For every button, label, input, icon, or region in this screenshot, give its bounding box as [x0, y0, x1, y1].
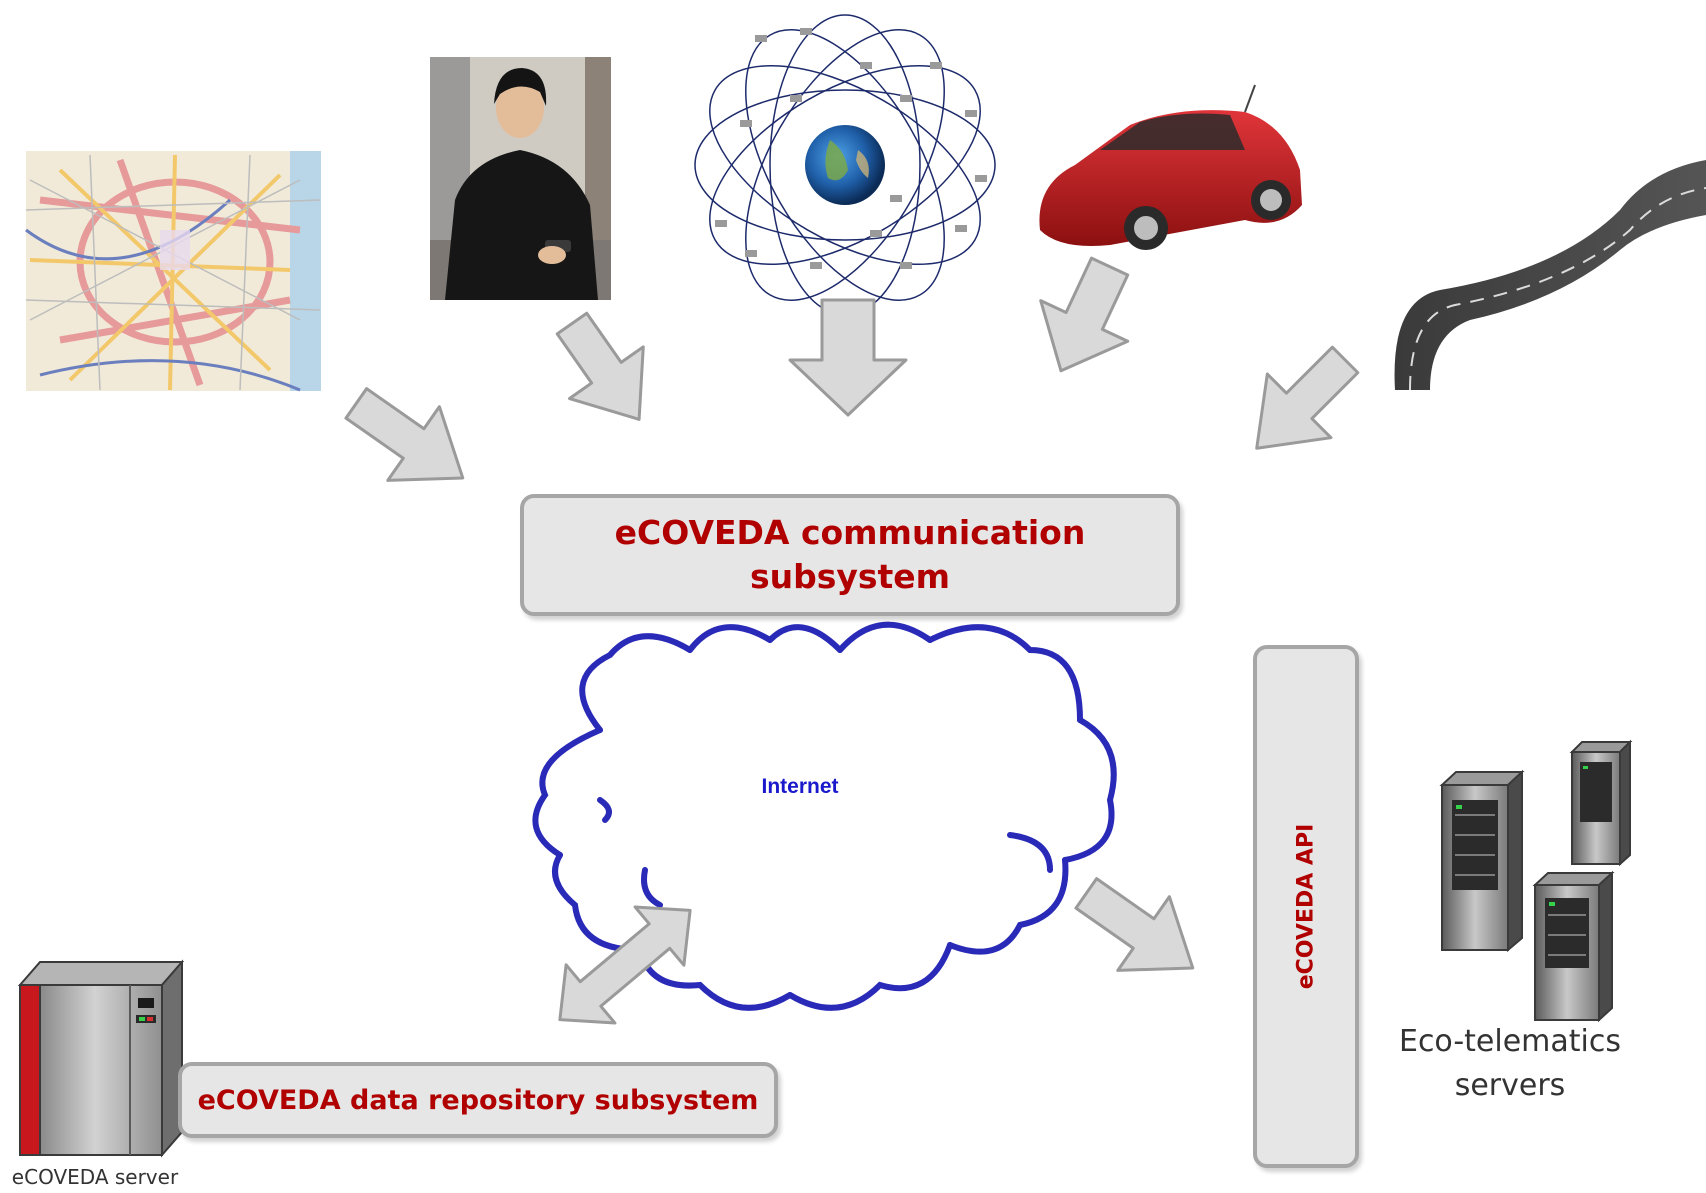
internet-label: Internet: [761, 775, 839, 798]
arrow-from-person: [555, 311, 645, 421]
arrow-from-map: [344, 387, 465, 482]
internet-cloud: [532, 621, 1117, 1011]
city-map-image: [25, 151, 321, 392]
arrow-from-road: [1255, 345, 1360, 450]
communication-subsystem-box: eCOVEDA communication subsystem: [520, 494, 1180, 616]
arrow-from-satellites: [788, 298, 908, 417]
satellite-constellation-image: [694, 14, 996, 316]
api-box: eCOVEDA API: [1253, 645, 1359, 1168]
arrow-cloud-to-api: [1074, 877, 1195, 972]
communication-subsystem-line1: eCOVEDA communication: [614, 513, 1086, 552]
arrow-from-car: [1039, 256, 1130, 373]
person-with-phone-image: [430, 57, 611, 300]
red-car-image: [1039, 84, 1302, 250]
data-repository-subsystem-label: eCOVEDA data repository subsystem: [197, 1084, 759, 1116]
communication-subsystem-line2: subsystem: [749, 557, 951, 596]
eco-telematics-servers-image: [1439, 739, 1633, 1023]
api-label: eCOVEDA API: [1293, 823, 1319, 990]
server-tower-bottom-right: [1532, 870, 1615, 1023]
eco-telematics-caption-line1: Eco-telematics: [1398, 1024, 1622, 1059]
eco-telematics-caption: Eco-telematics servers: [1380, 1020, 1640, 1108]
server-tower-left: [1439, 769, 1525, 953]
double-arrow-server-cloud: [558, 905, 692, 1025]
data-repository-subsystem-box: eCOVEDA data repository subsystem: [178, 1062, 778, 1138]
eco-telematics-caption-line2: servers: [1454, 1068, 1566, 1103]
server-tower-top-right: [1569, 739, 1633, 867]
road-image: [1394, 160, 1706, 391]
ecoveda-server-caption: eCOVEDA server: [11, 1165, 179, 1189]
ecoveda-server-image: [17, 959, 185, 1158]
communication-subsystem-label: eCOVEDA communication subsystem: [590, 511, 1110, 599]
input-arrows: [344, 256, 1360, 482]
